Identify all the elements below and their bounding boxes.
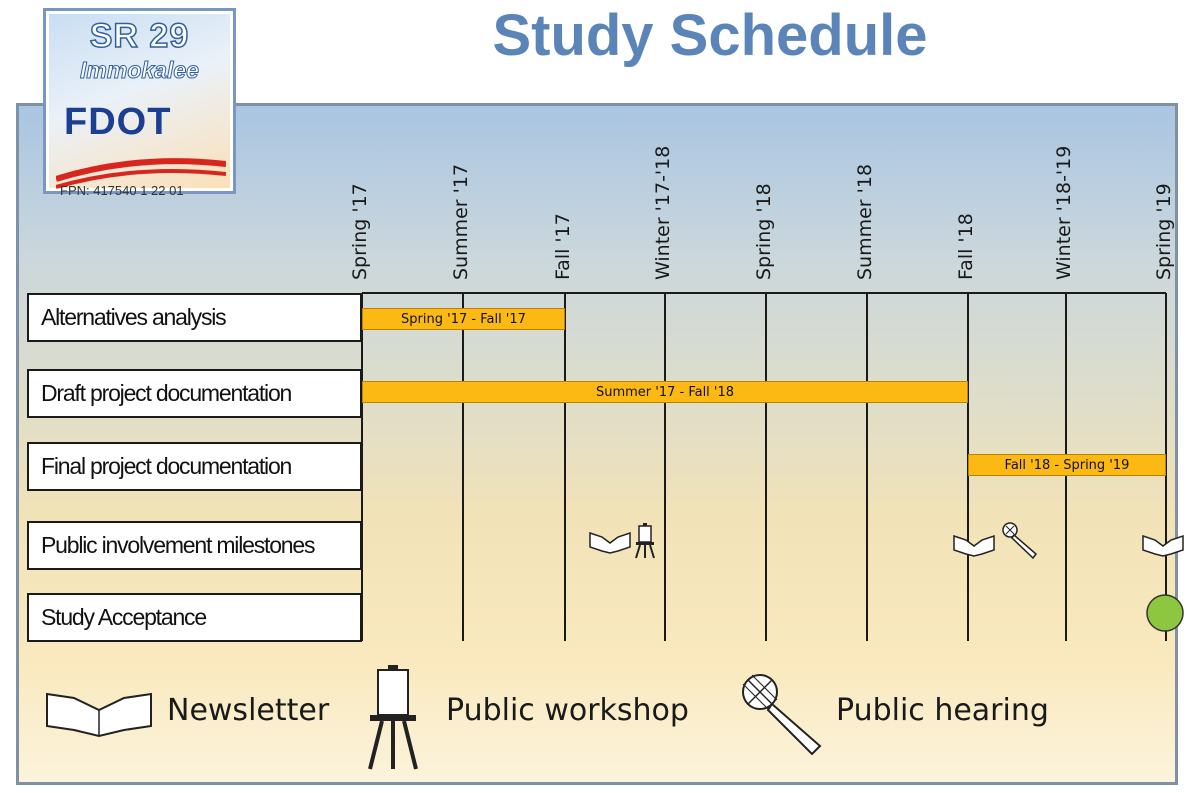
page-title: Study Schedule — [492, 3, 928, 68]
legend-easel-icon — [368, 665, 418, 770]
logo-fdot-text: FDOT — [64, 101, 172, 143]
schedule-bar: Summer '17 - Fall '18 — [362, 381, 968, 403]
legend-newsletter-label: Newsletter — [167, 693, 330, 728]
legend-hearing-label: Public hearing — [836, 693, 1049, 728]
legend-workshop-label: Public workshop — [446, 693, 689, 728]
legend-microphone-icon — [742, 674, 822, 756]
logo-place-text: Immokalee — [80, 57, 200, 84]
task-row-label: Alternatives analysis — [27, 293, 362, 342]
newsletter-icon — [1142, 534, 1184, 557]
microphone-icon — [1002, 522, 1038, 560]
task-row-label: Draft project documentation — [27, 369, 362, 418]
newsletter-icon — [953, 534, 995, 557]
easel-icon — [635, 523, 655, 559]
schedule-bar: Spring '17 - Fall '17 — [362, 308, 565, 330]
legend-newsletter-icon — [46, 692, 152, 738]
sr29-fdot-logo: SR 29 Immokalee FDOT — [43, 8, 236, 194]
study-acceptance-dot — [1146, 594, 1184, 632]
fpn-number: FPN: 417540 1 22 01 — [60, 183, 184, 198]
task-row-label: Public involvement milestones — [27, 521, 362, 570]
schedule-bar: Fall '18 - Spring '19 — [968, 454, 1166, 476]
newsletter-icon — [589, 531, 631, 554]
task-row-label: Final project documentation — [27, 442, 362, 491]
task-row-label: Study Acceptance — [27, 593, 362, 642]
logo-route-text: SR 29 — [89, 16, 190, 56]
logo-swoosh-icon — [56, 158, 226, 189]
